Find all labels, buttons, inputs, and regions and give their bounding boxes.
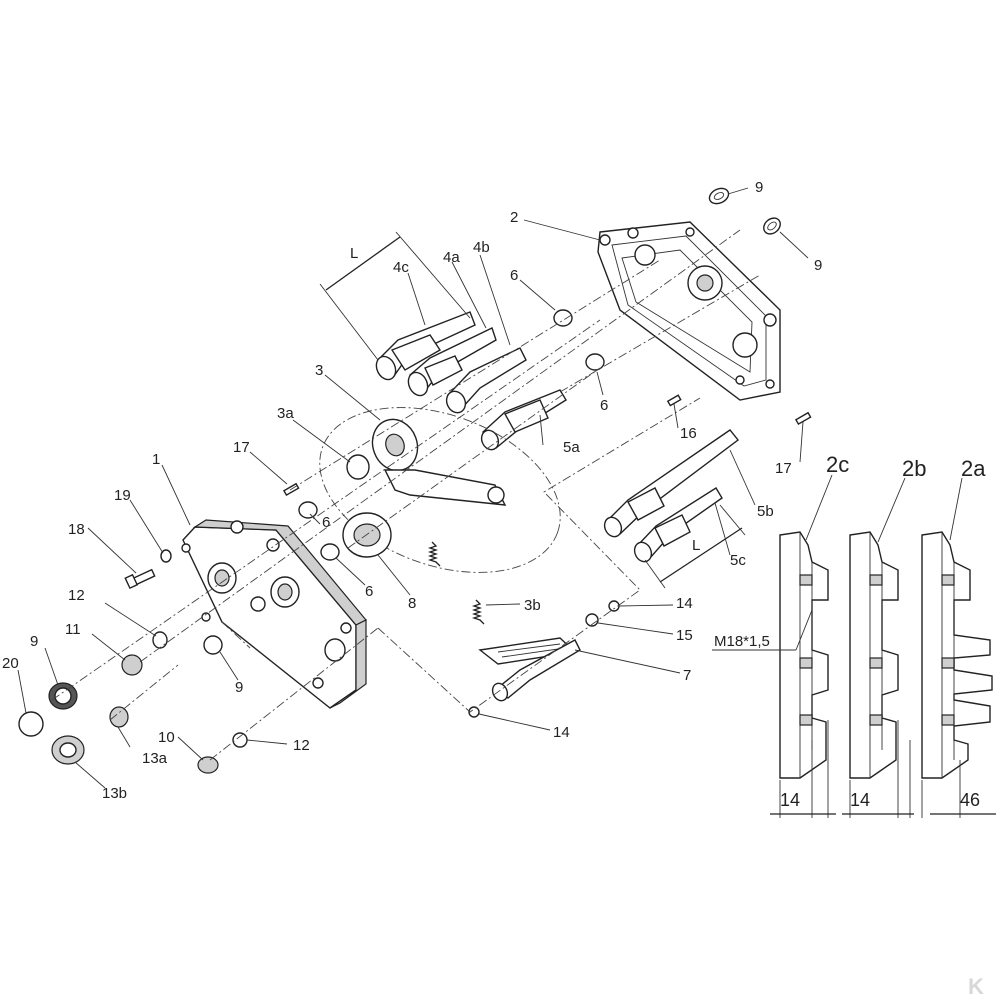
label-2b-leader [877, 477, 906, 543]
label-10: 10 [158, 729, 175, 746]
drain-plug-10-part [197, 756, 219, 774]
label-4b: 4b [473, 239, 490, 256]
label-4a: 4a [443, 249, 460, 266]
label-6: 6 [600, 397, 608, 414]
shaft-5c-part [633, 487, 723, 563]
dim-14-label: 14 [780, 790, 800, 810]
part-labels: 9 9 2 4c 4a 4b 6 6 3 3a 17 1 19 18 12 11… [2, 179, 986, 810]
label-3: 3 [315, 362, 323, 379]
label-14: 14 [553, 724, 570, 741]
dimension-l-left: L [319, 231, 471, 361]
assembly-axis-lines [51, 229, 761, 761]
shaft-4b-part [445, 347, 527, 414]
label-6: 6 [510, 267, 518, 284]
dim-label: L [692, 537, 700, 554]
gearbox-housing-part [597, 221, 781, 401]
label-5b: 5b [757, 503, 774, 520]
label-20: 20 [2, 655, 19, 672]
label-2b: 2b [902, 456, 926, 481]
label-7: 7 [683, 667, 691, 684]
seal-9-part [48, 635, 223, 710]
label-11: 11 [65, 621, 81, 638]
washer-19-part [160, 549, 172, 563]
label-9: 9 [235, 679, 243, 696]
label-14: 14 [676, 595, 693, 612]
label-16: 16 [680, 425, 697, 442]
label-15: 15 [676, 627, 693, 644]
label-1: 1 [152, 451, 160, 468]
label-12: 12 [68, 587, 85, 604]
logo-mark: K [968, 974, 984, 999]
thread-spec-label: M18*1,5 [714, 633, 770, 650]
label-9: 9 [30, 633, 38, 650]
snap-ring-part [468, 600, 620, 718]
plug-13a-part [109, 706, 129, 728]
shaft-5a-part [480, 389, 567, 451]
dim-46-label: 46 [960, 790, 980, 810]
dim-14-label: 14 [850, 790, 870, 810]
seal-ring-part [708, 187, 781, 235]
brand-logo: K [968, 974, 984, 999]
dimension-l-right: L [644, 504, 746, 589]
cap-20-part [18, 711, 44, 737]
label-2a: 2a [961, 456, 986, 481]
label-6: 6 [322, 514, 330, 531]
label-2a-leader [949, 477, 963, 541]
section-view-2c [770, 531, 836, 818]
label-9: 9 [755, 179, 763, 196]
thread-leader-diag [795, 609, 813, 651]
label-9: 9 [814, 257, 822, 274]
section-view-2b [842, 531, 914, 818]
nut-13b-part [51, 735, 85, 765]
label-4c: 4c [393, 259, 409, 276]
label-17: 17 [775, 460, 792, 477]
label-6: 6 [365, 583, 373, 600]
label-2: 2 [510, 209, 518, 226]
label-5a: 5a [563, 439, 580, 456]
label-3a: 3a [277, 405, 294, 422]
label-17: 17 [233, 439, 250, 456]
ring-3a-part [346, 454, 370, 480]
leader-lines [17, 187, 809, 789]
cover-plate-1-part [181, 519, 367, 709]
plug-11-part [121, 654, 143, 676]
lever-motion-ellipse [319, 407, 561, 573]
label-13a: 13a [142, 750, 168, 767]
dim-label: L [350, 245, 358, 262]
shift-plate-7-part [478, 637, 581, 702]
label-2c-leader [805, 474, 833, 541]
cam-8-part [342, 512, 392, 558]
label-8: 8 [408, 595, 416, 612]
label-3b: 3b [524, 597, 541, 614]
bolt-18-part [124, 568, 156, 590]
label-19: 19 [114, 487, 131, 504]
spring-3b-part [427, 541, 485, 625]
label-5c: 5c [730, 552, 746, 569]
shaft-4a-part [407, 327, 497, 397]
bushing-part [298, 309, 605, 561]
label-12: 12 [293, 737, 310, 754]
label-18: 18 [68, 521, 85, 538]
shaft-4c-part [375, 311, 476, 381]
label-13b: 13b [102, 785, 127, 802]
shaft-5b-part [603, 429, 739, 538]
label-2c: 2c [826, 452, 849, 477]
section-view-2a [921, 531, 996, 818]
